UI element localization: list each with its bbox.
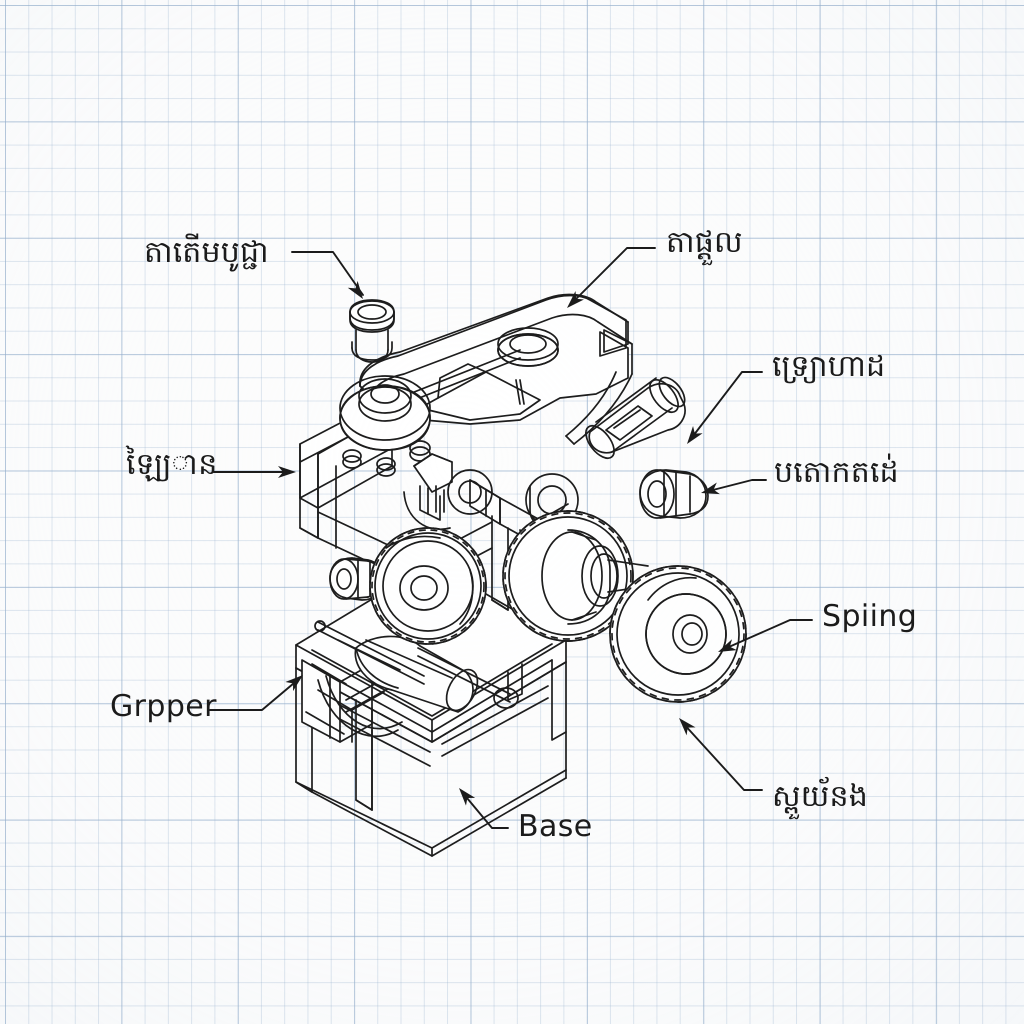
leader-line	[209, 677, 301, 711]
leader-arrowhead	[687, 426, 703, 444]
output-gear-hub	[645, 593, 727, 675]
spacer-bushing	[349, 299, 395, 363]
leader-arrowhead	[459, 788, 476, 806]
callout-label-bottom-right: ស្ពួយ័នង	[772, 779, 869, 814]
hex-coupling-nut	[639, 469, 709, 519]
large-spur-gear	[609, 565, 747, 703]
callout-label-left-mid: ឡៃ្យាន	[126, 447, 218, 482]
callout-label-top-right: តាផ្តួល	[666, 225, 743, 260]
callout-label-right-spring: Spiing	[822, 599, 918, 634]
leader-line	[681, 721, 763, 791]
gripper-assembly-drawing	[209, 247, 813, 857]
callout-label-left-gripper: Grpper	[110, 689, 217, 724]
callout-label-bottom-base: Base	[518, 809, 593, 844]
spur-gear-left	[369, 527, 487, 645]
leader-line	[689, 371, 763, 441]
callout-label-right-upper: ទ្រ្យោហាដ	[772, 349, 886, 384]
callout-label-top-left: តាតើមបូជ្ជា	[144, 235, 269, 270]
leader-arrowhead	[347, 280, 363, 299]
callout-label-right-mid: បតោកតដេ់	[774, 455, 899, 490]
